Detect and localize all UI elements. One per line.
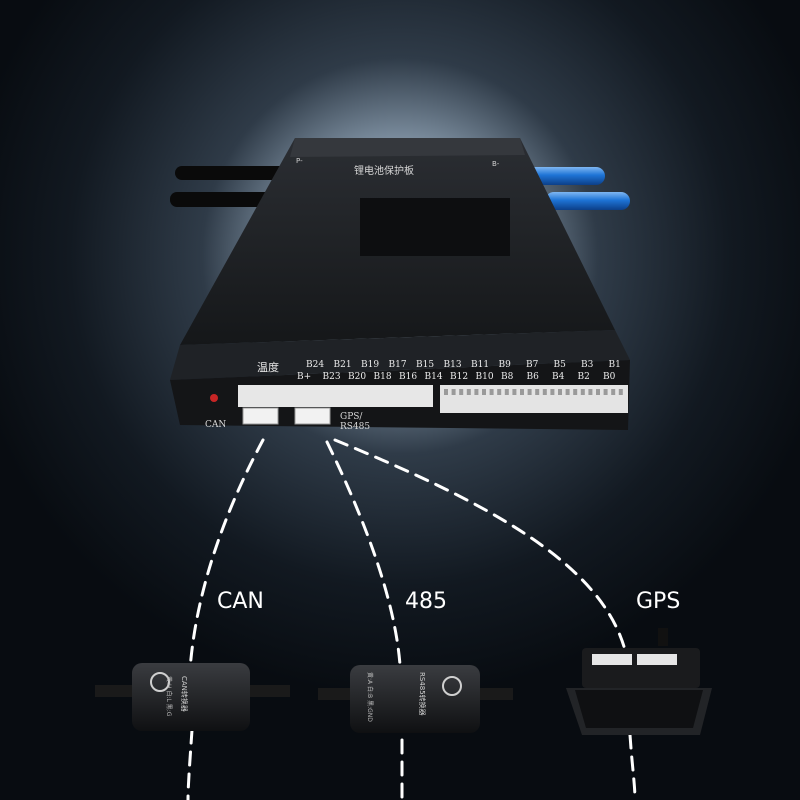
- label-b21: B21: [334, 360, 352, 370]
- connection-lines: [186, 438, 637, 800]
- gps-port-label-2: RS485: [340, 422, 370, 432]
- pin: [482, 389, 486, 395]
- pin: [527, 389, 532, 395]
- pin: [588, 389, 593, 395]
- pin: [611, 389, 616, 395]
- can-module-pins: 黄:H 白:L 黑:G: [165, 676, 173, 717]
- connector-pins: [444, 389, 623, 395]
- gps-dashed-line: [333, 438, 627, 652]
- label-b19: B19: [361, 360, 379, 370]
- label-b14: B14: [425, 372, 443, 382]
- board-recess: [360, 198, 510, 256]
- cloud-logo-icon: [150, 672, 170, 692]
- can-dashed-line: [188, 438, 265, 672]
- pin: [466, 389, 471, 395]
- pin: [565, 389, 570, 395]
- pin: [489, 389, 494, 395]
- temp-connector: [238, 385, 433, 407]
- label-b1: B1: [609, 360, 621, 370]
- rs485-caption: 485: [405, 589, 447, 614]
- pin: [596, 389, 600, 395]
- pin: [550, 389, 555, 395]
- pin: [451, 389, 456, 395]
- balance-bottom-row: B+ B23 B20 B18 B16 B14 B12 B10 B8 B6 B4 B2 B0: [297, 372, 616, 382]
- label-b5: B5: [554, 360, 567, 370]
- gps-module: [566, 628, 712, 735]
- p-minus-label: P-: [296, 157, 303, 165]
- can-caption: CAN: [217, 589, 264, 614]
- rs485-module-pins: 黄:A 白:B 黑:GND: [366, 672, 374, 722]
- temperature-label: 温度: [257, 360, 279, 374]
- pin: [497, 389, 502, 395]
- pin: [459, 389, 464, 395]
- pin: [520, 389, 524, 395]
- label-b20: B20: [348, 372, 366, 382]
- label-b17: B17: [389, 360, 407, 370]
- label-b12: B12: [450, 372, 468, 382]
- label-b0: B0: [603, 372, 616, 382]
- pin: [558, 389, 562, 395]
- pin: [580, 389, 585, 395]
- label-b9: B9: [499, 360, 512, 370]
- pin: [573, 389, 578, 395]
- label-b3: B3: [581, 360, 594, 370]
- b-minus-label: B-: [492, 160, 500, 168]
- gps-port-label-1: GPS/: [340, 412, 363, 422]
- label-b13: B13: [444, 360, 462, 370]
- pin: [504, 389, 509, 395]
- rs485-module-name: RS485转换器: [418, 672, 427, 716]
- can-dashed-line-lower: [186, 728, 194, 800]
- gps-sticker-1: [592, 654, 632, 665]
- gps-port: [294, 407, 331, 425]
- rs485-converter: RS485转换器 黄:A 白:B 黑:GND: [318, 665, 513, 733]
- gps-sticker-2: [637, 654, 677, 665]
- label-b24: B24: [306, 360, 324, 370]
- pin: [512, 389, 517, 395]
- pin: [603, 389, 608, 395]
- label-b23: B23: [323, 372, 341, 382]
- pin: [474, 389, 479, 395]
- label-b16: B16: [399, 372, 417, 382]
- label-b2: B2: [578, 372, 590, 382]
- pin: [618, 389, 623, 395]
- pin: [542, 389, 547, 395]
- can-port: [242, 407, 279, 425]
- can-port-label: CAN: [205, 420, 226, 430]
- gps-dashed-line-lower: [628, 733, 637, 800]
- label-b11: B11: [471, 360, 489, 370]
- label-b8: B8: [501, 372, 514, 382]
- pin: [444, 389, 448, 395]
- label-b18: B18: [374, 372, 392, 382]
- board-title: 锂电池保护板: [354, 164, 414, 177]
- label-b4: B4: [552, 372, 565, 382]
- can-converter: CAN转换器 黄:H 白:L 黑:G: [95, 663, 290, 731]
- label-b7: B7: [526, 360, 539, 370]
- cloud-logo-icon: [442, 676, 462, 696]
- label-bplus: B+: [297, 372, 311, 382]
- status-led: [210, 394, 218, 402]
- rs485-dashed-line: [325, 440, 402, 667]
- label-b10: B10: [476, 372, 494, 382]
- gps-caption: GPS: [636, 589, 680, 614]
- can-module-name: CAN转换器: [180, 676, 189, 712]
- pin: [535, 389, 540, 395]
- label-b6: B6: [527, 372, 540, 382]
- balance-top-row: B24 B21 B19 B17 B15 B13 B11 B9 B7 B5 B3 B1: [306, 360, 621, 370]
- label-b15: B15: [416, 360, 434, 370]
